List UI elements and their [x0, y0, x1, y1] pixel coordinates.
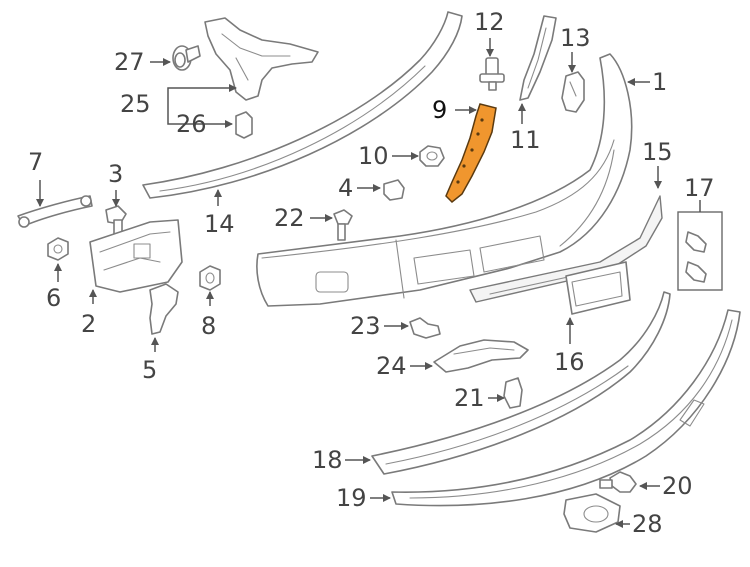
callout-21-label: 21: [454, 384, 485, 412]
part-23-clip: [409, 317, 441, 339]
part-8-nut: [199, 265, 221, 291]
callout-6: 6: [46, 263, 62, 312]
callout-13-label: 13: [560, 24, 591, 52]
callout-14: 14: [204, 189, 235, 238]
callout-4: 4: [338, 174, 381, 202]
callout-19-label: 19: [336, 484, 367, 512]
callout-25: 25: [120, 84, 237, 128]
part-4-clip: [383, 179, 405, 201]
callout-6-label: 6: [46, 284, 61, 312]
callout-3-label: 3: [108, 160, 123, 188]
part-24-deflector: [433, 339, 529, 373]
callout-13: 13: [560, 24, 591, 73]
callout-24: 24: [376, 352, 433, 380]
callout-18-label: 18: [312, 446, 343, 474]
callout-17-label: 17: [684, 174, 715, 202]
callout-2-label: 2: [81, 310, 96, 338]
part-27-push-pin: [172, 45, 201, 71]
callout-11-label: 11: [510, 126, 541, 154]
callout-20: 20: [639, 472, 693, 500]
part-14-upper-strip: [142, 11, 463, 199]
callout-19: 19: [336, 484, 391, 512]
callout-21: 21: [454, 384, 505, 412]
callout-16: 16: [554, 317, 585, 376]
callout-15-label: 15: [642, 138, 673, 166]
callout-28-label: 28: [632, 510, 663, 538]
callout-4-label: 4: [338, 174, 353, 202]
callout-22-label: 22: [274, 204, 305, 232]
callout-25-label: 25: [120, 90, 151, 118]
callout-26-label: 26: [176, 110, 207, 138]
callout-10: 10: [358, 142, 419, 170]
callout-8-label: 8: [201, 312, 216, 340]
callout-11: 11: [510, 103, 541, 154]
part-5-hook: [149, 283, 179, 335]
callout-10-label: 10: [358, 142, 389, 170]
callout-7: 7: [28, 148, 44, 207]
part-19-lower-strip: [391, 309, 741, 507]
callout-24-label: 24: [376, 352, 407, 380]
part-26-clip: [235, 111, 253, 139]
callout-12: 12: [474, 8, 505, 57]
part-3-bolt: [105, 205, 127, 235]
callout-23-label: 23: [350, 312, 381, 340]
callout-5: 5: [142, 337, 159, 384]
part-25-bracket: [204, 17, 319, 101]
callout-27-label: 27: [114, 48, 145, 76]
callout-17: 17: [684, 174, 715, 212]
callout-18: 18: [312, 446, 371, 474]
part-16-plate-bracket: [565, 261, 631, 315]
callout-16-label: 16: [554, 348, 585, 376]
callout-12-label: 12: [474, 8, 505, 36]
callout-22: 22: [274, 204, 333, 232]
callout-23: 23: [350, 312, 409, 340]
callout-14-label: 14: [204, 210, 235, 238]
part-12-bolt: [479, 57, 505, 91]
part-10-nut: [419, 145, 445, 167]
part-17-bolt-set: [677, 211, 723, 291]
callout-3: 3: [108, 160, 123, 207]
part-13-bracket: [561, 71, 585, 113]
callout-2: 2: [81, 289, 97, 338]
callout-9-label: 9: [432, 96, 447, 124]
callout-7-label: 7: [28, 148, 43, 176]
part-20-bolt: [599, 471, 637, 493]
part-6-nut: [47, 237, 69, 261]
callout-1-label: 1: [652, 68, 667, 96]
callout-5-label: 5: [142, 356, 157, 384]
part-9-highlighted-bracket: [445, 103, 497, 204]
callout-9: 9: [432, 96, 477, 124]
callout-27: 27: [114, 48, 171, 76]
callout-26: 26: [176, 110, 207, 138]
callout-8: 8: [201, 291, 216, 340]
callout-15: 15: [642, 138, 673, 189]
part-2-mounting-bracket: [89, 219, 183, 293]
part-18-lower-valance: [371, 291, 671, 475]
part-28-tow-hook: [563, 493, 621, 533]
part-11-bracket: [519, 15, 557, 101]
callout-1: 1: [627, 68, 667, 96]
part-21-bracket: [503, 377, 523, 409]
part-7-strap: [17, 195, 93, 228]
part-22-bolt: [333, 209, 353, 241]
part-1-bumper: [256, 53, 633, 307]
callout-28: 28: [615, 510, 663, 538]
callout-20-label: 20: [662, 472, 693, 500]
